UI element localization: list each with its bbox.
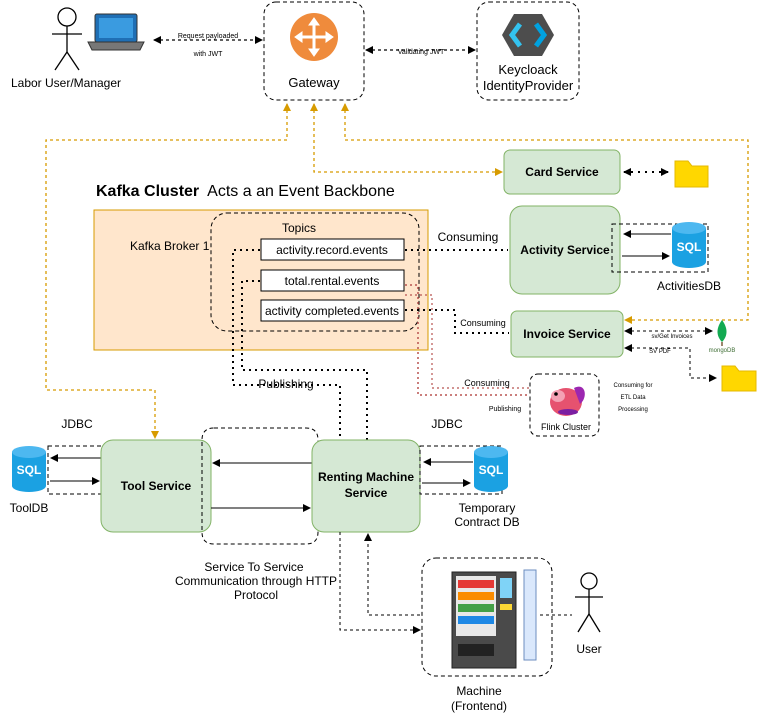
mongodb-icon: mongoDB — [709, 320, 736, 354]
s2s-label-line1: Service To Service — [204, 560, 303, 574]
folder-icon-card — [674, 160, 709, 188]
etl-label-line1: Consuming for — [613, 383, 652, 389]
sql-db-icon-tool: SQL — [12, 446, 46, 492]
request-label-line1: Request payloaded — [178, 33, 238, 40]
temp-db-label-line2: Contract DB — [454, 515, 519, 529]
s2s-label-line3: Protocol — [234, 588, 278, 602]
svg-text:activity.record.events: activity.record.events — [276, 243, 388, 257]
machine-label-line2: (Frontend) — [451, 699, 507, 713]
s2s-label-line2: Communication through HTTP — [175, 574, 337, 588]
topics-label: Topics — [282, 221, 316, 235]
machine-frontend[interactable] — [421, 557, 553, 677]
publishing-flink-label: Publishing — [489, 406, 521, 413]
etl-label-line3: Processing — [618, 407, 648, 413]
kafka-event-links — [232, 249, 509, 440]
user-label: User — [576, 642, 601, 656]
svg-text:mongoDB: mongoDB — [709, 348, 736, 354]
tool-db-label: ToolDB — [10, 501, 49, 515]
activity-db-link-group — [611, 223, 709, 273]
http-link-group — [201, 427, 319, 545]
svg-text:IdentityProvider: IdentityProvider — [483, 78, 574, 93]
tool-db-link-group — [47, 445, 115, 495]
renting-machine-service[interactable]: Renting Machine Service — [311, 439, 421, 533]
topic-total-rental[interactable]: total.rental.events — [260, 269, 405, 292]
jdbc-tool-label: JDBC — [61, 417, 93, 431]
flink-squirrel-icon — [550, 386, 585, 416]
jdbc-renting-label: JDBC — [431, 417, 463, 431]
svg-text:Flink Cluster: Flink Cluster — [541, 422, 591, 432]
svg-text:SQL: SQL — [479, 463, 504, 477]
svg-text:Keycloack: Keycloack — [498, 62, 558, 77]
invoice-pdf-link — [624, 344, 717, 382]
svg-text:Service: Service — [345, 486, 388, 500]
machine-to-renting-link — [364, 533, 420, 616]
sql-db-icon-activities: SQL — [672, 222, 706, 268]
activity-service[interactable]: Activity Service — [509, 205, 621, 295]
gateway-auth-links — [45, 103, 749, 439]
tool-service[interactable]: Tool Service — [100, 439, 212, 533]
flink-kafka-link — [405, 284, 530, 396]
consuming-flink-label: Consuming — [464, 378, 510, 388]
keycloak-node[interactable]: Keycloack IdentityProvider — [476, 1, 580, 101]
gateway-node[interactable]: Gateway — [263, 1, 365, 101]
publishing-main-label: Publishing — [258, 377, 313, 391]
validating-label: Validating JWT — [398, 49, 445, 56]
request-label-line2: with JWT — [193, 51, 224, 58]
labor-user-icon — [52, 7, 82, 71]
sql-db-icon-temp: SQL — [474, 446, 508, 492]
svg-text:Tool Service: Tool Service — [121, 479, 192, 493]
svg-text:Renting Machine: Renting Machine — [318, 470, 414, 484]
keycloak-icon — [502, 14, 554, 56]
user-icon — [575, 572, 603, 633]
machine-screen-panel — [523, 569, 537, 661]
renting-to-machine-link — [339, 532, 421, 634]
kafka-broker-label: Kafka Broker 1 — [130, 239, 210, 253]
router-icon — [294, 17, 334, 57]
etl-label-line2: ETL Data — [620, 395, 646, 401]
machine-label-line1: Machine — [456, 684, 502, 698]
flink-cluster[interactable]: Flink Cluster — [529, 373, 600, 437]
temp-db-label-line1: Temporary — [459, 501, 516, 515]
svg-text:Invoice Service: Invoice Service — [523, 327, 611, 341]
invoices-label: sv/Get Invoices — [651, 334, 692, 340]
svg-text:Activity Service: Activity Service — [520, 243, 610, 257]
activities-db-label: ActivitiesDB — [657, 279, 721, 293]
svg-text:SQL: SQL — [17, 463, 42, 477]
labor-user-label: Labor User/Manager — [11, 76, 121, 90]
invoice-service[interactable]: Invoice Service — [510, 310, 624, 358]
svg-text:SQL: SQL — [677, 240, 702, 254]
svg-text:total.rental.events: total.rental.events — [285, 274, 380, 288]
laptop-icon — [87, 13, 145, 51]
topic-activity-completed[interactable]: activity completed.events — [260, 299, 405, 322]
pdf-label: SV PDF — [649, 349, 671, 355]
folder-icon-invoice — [721, 365, 757, 392]
svg-text:Gateway: Gateway — [288, 75, 340, 90]
consuming-invoice-label: Consuming — [460, 318, 506, 328]
vending-machine-icon — [451, 571, 517, 669]
svg-text:activity completed.events: activity completed.events — [265, 304, 399, 318]
topic-activity-record[interactable]: activity.record.events — [260, 238, 405, 261]
svg-text:Card Service: Card Service — [525, 165, 599, 179]
consuming-activity-label: Consuming — [438, 230, 499, 244]
card-service[interactable]: Card Service — [503, 149, 621, 195]
